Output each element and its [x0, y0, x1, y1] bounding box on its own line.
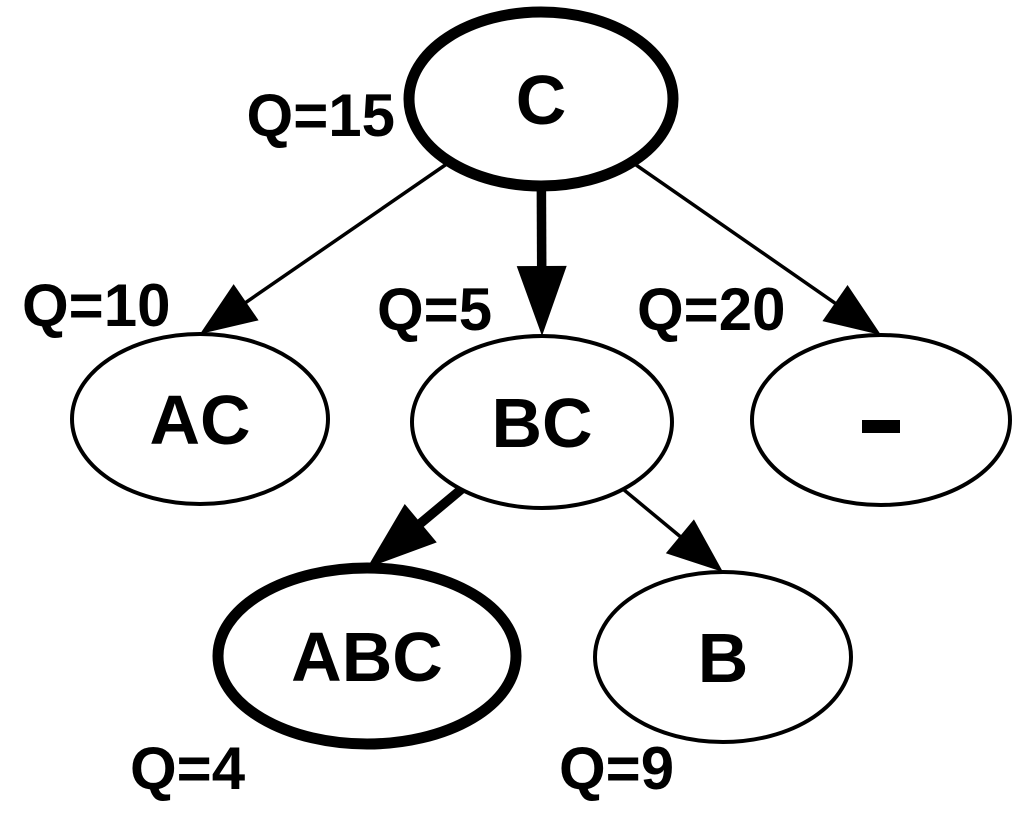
node-abc-ellipse	[212, 562, 522, 750]
node-b-ellipse	[593, 570, 853, 744]
q-label-abc: Q=4	[130, 735, 246, 802]
q-label-ac: Q=10	[22, 272, 170, 339]
node-ac-label: AC	[149, 381, 250, 459]
node-b-label: B	[698, 619, 749, 697]
node-minus-minus-bar	[862, 420, 900, 433]
edge-bc-abc-line	[411, 485, 465, 532]
node-bc-label: BC	[491, 384, 592, 462]
q-label-bc: Q=5	[377, 276, 492, 343]
edge-c-ac-line	[238, 160, 451, 309]
edge-c-minus-arrowhead-icon	[822, 284, 881, 335]
q-label-c: Q=15	[247, 82, 395, 149]
node-abc-label: ABC	[291, 618, 443, 696]
node-c-ellipse	[403, 6, 679, 192]
edge-c-bc-arrowhead-icon	[516, 265, 567, 336]
node-ac-ellipse	[70, 332, 330, 506]
edge-bc-b-line	[621, 487, 688, 543]
node-bc-ellipse	[410, 334, 674, 510]
edge-bc-b-arrowhead-icon	[665, 519, 723, 572]
q-label-b: Q=9	[559, 735, 674, 802]
q-label-minus: Q=20	[637, 276, 785, 343]
edge-bc-abc-arrowhead-icon	[367, 503, 437, 568]
edge-c-ac-arrowhead-icon	[200, 284, 259, 334]
node-c-label: C	[516, 61, 567, 139]
edge-c-minus-line	[630, 160, 843, 310]
